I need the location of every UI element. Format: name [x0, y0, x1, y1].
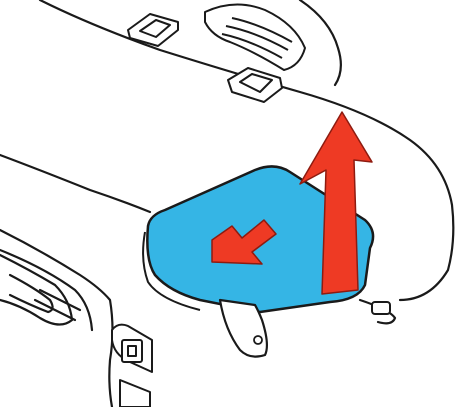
- projector-right-side: [300, 0, 341, 85]
- lamp-cover-screw: [254, 336, 262, 344]
- adjustable-foot: [372, 302, 390, 314]
- projector-front-lip: [0, 155, 150, 212]
- vent-line-1: [40, 290, 80, 310]
- port-panel: [112, 325, 152, 407]
- top-controls: [128, 4, 305, 102]
- lower-port: [120, 380, 150, 407]
- power-port-inner: [128, 346, 136, 356]
- projector-foot: [372, 302, 390, 314]
- focus-dial: [205, 4, 305, 70]
